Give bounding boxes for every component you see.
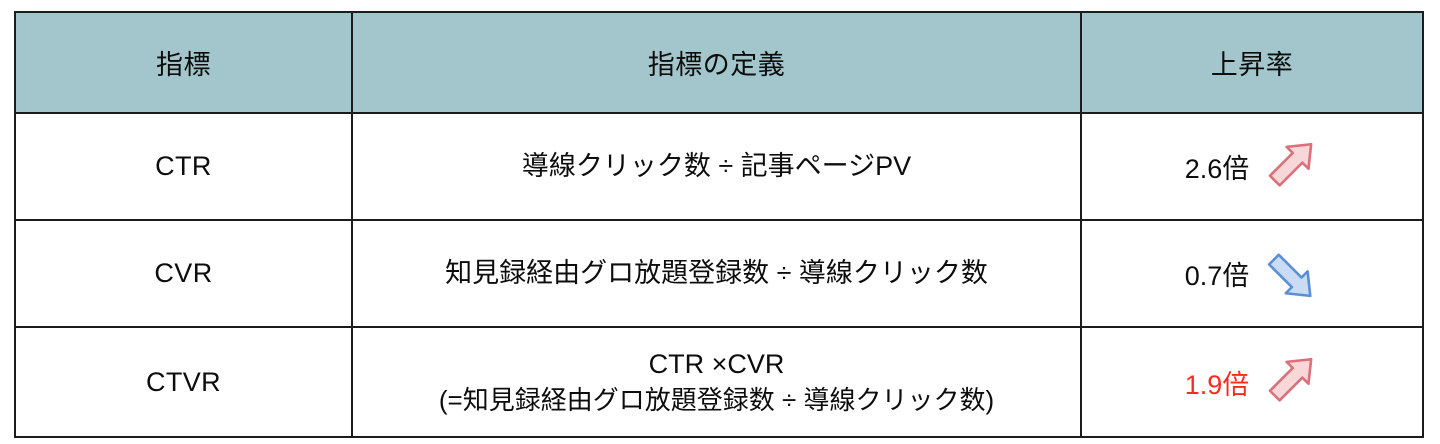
- definition-line-primary: CTR ×CVR: [648, 348, 785, 379]
- growth-wrap: 1.9倍: [1082, 328, 1422, 436]
- header-row: 指標 指標の定義 上昇率: [14, 11, 1424, 114]
- cell-metric-definition: CTR ×CVR (=知見録経由グロ放題登録数 ÷ 導線クリック数): [351, 326, 1082, 438]
- column-header-growth: 上昇率: [1080, 11, 1424, 114]
- cell-metric-name: CVR: [14, 219, 353, 328]
- arrow-down-right-icon: [1268, 252, 1312, 297]
- cell-metric-definition: 導線クリック数 ÷ 記事ページPV: [351, 112, 1082, 221]
- definition-line-primary: 知見録経由グロ放題登録数 ÷ 導線クリック数: [445, 257, 988, 288]
- table-row: CTR 導線クリック数 ÷ 記事ページPV 2.6倍: [14, 112, 1424, 221]
- arrow-up-right-icon: [1268, 357, 1313, 402]
- cell-growth-rate: 1.9倍: [1080, 326, 1424, 438]
- growth-value: 1.9倍: [1184, 369, 1250, 400]
- cell-metric-name: CTVR: [14, 326, 353, 438]
- cell-growth-rate: 0.7倍: [1080, 219, 1424, 328]
- growth-value: 2.6倍: [1184, 154, 1250, 184]
- definition-line-secondary: (=知見録経由グロ放題登録数 ÷ 導線クリック数): [438, 384, 995, 415]
- table-row: CTVR CTR ×CVR (=知見録経由グロ放題登録数 ÷ 導線クリック数) …: [14, 326, 1424, 438]
- definition-line-primary: 導線クリック数 ÷ 記事ページPV: [521, 150, 912, 181]
- growth-value: 0.7倍: [1184, 261, 1250, 291]
- table-body: CTR 導線クリック数 ÷ 記事ページPV 2.6倍 CVR: [14, 112, 1424, 438]
- growth-wrap: 0.7倍: [1082, 221, 1422, 326]
- column-header-definition: 指標の定義: [351, 11, 1082, 114]
- metrics-table: 指標 指標の定義 上昇率 CTR 導線クリック数 ÷ 記事ページPV 2.6倍: [14, 11, 1424, 438]
- cell-metric-name: CTR: [14, 112, 353, 221]
- growth-wrap: 2.6倍: [1082, 114, 1422, 219]
- table-header: 指標 指標の定義 上昇率: [14, 11, 1424, 114]
- cell-metric-definition: 知見録経由グロ放題登録数 ÷ 導線クリック数: [351, 219, 1082, 328]
- table-row: CVR 知見録経由グロ放題登録数 ÷ 導線クリック数 0.7倍: [14, 219, 1424, 328]
- column-header-metric: 指標: [14, 11, 353, 114]
- cell-growth-rate: 2.6倍: [1080, 112, 1424, 221]
- arrow-up-right-icon: [1268, 142, 1313, 187]
